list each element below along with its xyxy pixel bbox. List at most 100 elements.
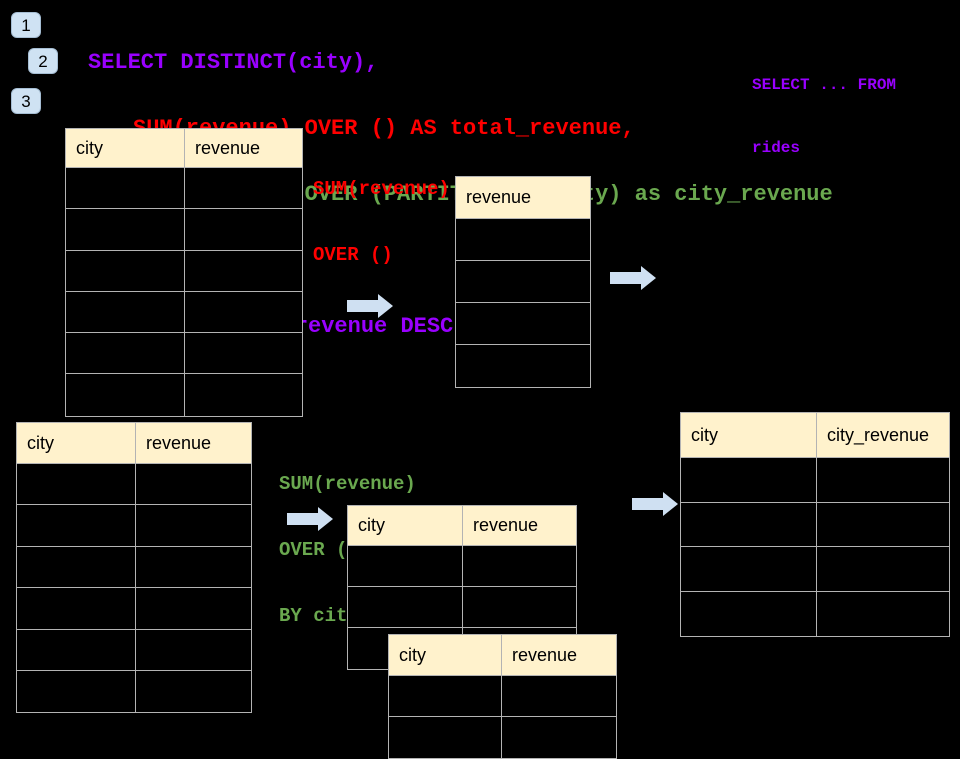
sql-line-select: SELECT DISTINCT(city), (88, 50, 379, 75)
table-cell-empty (681, 458, 817, 502)
column-header-city: city (17, 423, 136, 463)
table-row (17, 505, 251, 547)
table-body (456, 219, 590, 387)
table-cell-empty (17, 464, 136, 505)
table-cell-empty (817, 592, 949, 637)
table-cell-empty (817, 547, 949, 591)
column-header-city: city (681, 413, 817, 457)
label-sum-over-total-line1: SUM(revenue) (313, 178, 450, 200)
table-cell-empty (136, 630, 251, 670)
column-header-city-revenue: city_revenue (827, 424, 930, 445)
table-cell-empty (66, 168, 185, 209)
table-header-row: city revenue (66, 129, 302, 168)
flow-arrow-right-icon (287, 507, 333, 531)
column-header-city: city (348, 506, 463, 545)
flow-arrow-right-icon (610, 266, 656, 290)
table-total-revenue-result: revenue (455, 176, 591, 388)
table-cell-empty (136, 671, 251, 712)
column-header-revenue: revenue (146, 432, 212, 453)
table-row (348, 587, 576, 628)
table-cell-empty (185, 209, 302, 249)
table-header-row: city revenue (17, 423, 251, 464)
table-partition-overlay: city revenue (388, 634, 617, 759)
column-header-revenue: revenue (512, 644, 578, 665)
table-row (66, 333, 302, 375)
select-from-note-line2: rides (752, 139, 801, 157)
table-cell-empty (502, 717, 616, 758)
table-cell-empty (17, 670, 136, 713)
table-cell-empty (389, 717, 502, 758)
flow-arrow-right-icon (347, 294, 393, 318)
label-sum-over-partition-line1: SUM(revenue) (279, 473, 416, 495)
table-row (456, 219, 590, 261)
table-cell-empty (66, 374, 185, 416)
table-cell-empty (456, 303, 590, 344)
table-cell-empty (681, 591, 817, 636)
table-cell-empty (185, 251, 302, 291)
table-row (66, 250, 302, 292)
table-row (17, 546, 251, 589)
table-cell-empty (136, 547, 251, 587)
table-cell-empty (389, 676, 502, 716)
table-cell-empty (136, 588, 251, 628)
table-header-row: revenue (456, 177, 590, 219)
column-header-revenue: revenue (473, 515, 539, 535)
table-header-row: city city_revenue (681, 413, 949, 458)
table-row (17, 629, 251, 671)
table-cell-empty (681, 502, 817, 546)
table-body (389, 676, 616, 758)
table-row (389, 676, 616, 717)
label-sum-over-total-line2: OVER () (313, 244, 393, 266)
table-cell-empty (136, 505, 251, 545)
select-from-note: SELECT ... FROM rides (752, 33, 896, 180)
column-header-city: city (389, 635, 502, 675)
table-body (681, 458, 949, 636)
table-cell-empty (817, 458, 949, 502)
table-row (456, 261, 590, 303)
column-header-city: city (66, 129, 185, 167)
table-body (66, 168, 302, 416)
table-header-row: city revenue (389, 635, 616, 676)
label-sum-over-total: SUM(revenue) OVER () (313, 134, 450, 288)
table-cell-empty (136, 464, 251, 504)
table-row (66, 209, 302, 251)
step-badge-2: 2 (28, 48, 58, 74)
table-header-row: city revenue (348, 506, 576, 546)
table-rides-source-bottom: city revenue (16, 422, 252, 714)
flow-arrow-right-icon (632, 492, 678, 516)
step-badge-1-label: 1 (21, 15, 31, 35)
column-header-revenue: revenue (466, 187, 532, 207)
table-cell-empty (66, 209, 185, 250)
table-cell-empty (681, 547, 817, 591)
table-cell-empty (817, 503, 949, 547)
table-row (66, 168, 302, 210)
table-row (389, 717, 616, 758)
table-body (17, 464, 251, 713)
table-cell-empty (348, 546, 463, 586)
table-row (66, 374, 302, 416)
table-cell-empty (185, 168, 302, 208)
table-cell-empty (185, 374, 302, 415)
table-row (681, 547, 949, 592)
table-row (17, 588, 251, 630)
step-badge-3-label: 3 (21, 91, 31, 111)
table-cell-empty (17, 505, 136, 546)
table-row (681, 502, 949, 547)
table-city-revenue-result: city city_revenue (680, 412, 950, 637)
table-row (456, 303, 590, 345)
step-badge-1: 1 (11, 12, 41, 38)
table-cell-empty (502, 676, 616, 716)
table-cell-empty (456, 261, 590, 302)
table-cell-empty (66, 291, 185, 333)
column-header-revenue: revenue (195, 137, 261, 158)
select-from-note-line1: SELECT ... FROM (752, 76, 897, 94)
step-badge-3: 3 (11, 88, 41, 114)
table-cell-empty (185, 292, 302, 332)
slide-canvas: { "badges": [ {"label": "1"}, {"label": … (11, 12, 950, 759)
table-cell-empty (463, 587, 576, 627)
table-cell-empty (17, 546, 136, 588)
table-row (17, 464, 251, 506)
table-cell-empty (17, 588, 136, 629)
table-cell-empty (456, 345, 590, 387)
table-cell-empty (348, 587, 463, 627)
